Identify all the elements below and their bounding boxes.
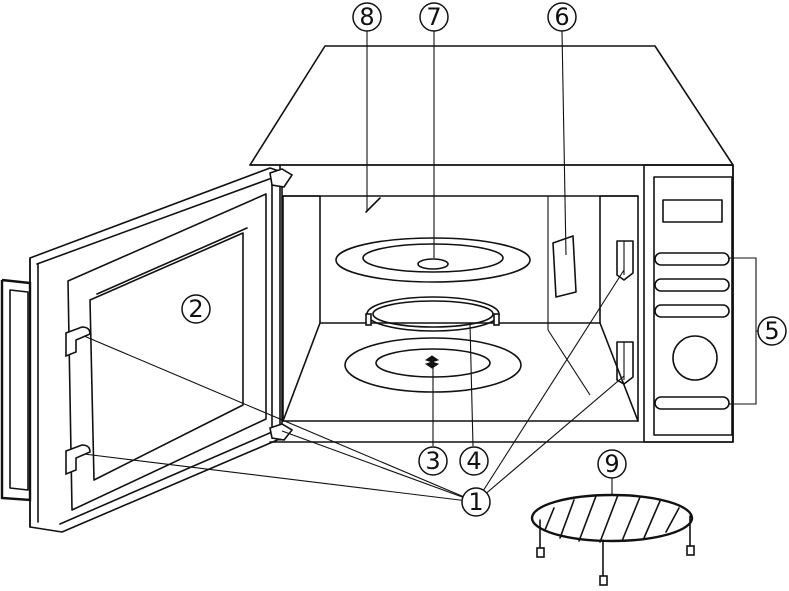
top-plate (335, 237, 531, 283)
hinge-upper (269, 168, 294, 188)
interlock-holes (616, 240, 634, 385)
door-window (89, 232, 244, 481)
callout-7: 7 (419, 2, 449, 32)
callouts: 8 7 6 2 5 3 4 9 (181, 2, 787, 517)
roller-ring (365, 296, 500, 332)
leader-lines (83, 30, 764, 503)
door-hooks (65, 168, 294, 476)
interlock-hole-lower (616, 341, 634, 385)
oven-cavity (282, 195, 639, 422)
panel-button-4 (654, 396, 730, 410)
callout-2: 2 (181, 294, 211, 324)
callout-6-label: 6 (554, 3, 569, 31)
panel-button-1 (654, 252, 730, 266)
waveguide-cover (552, 235, 577, 298)
callout-6: 6 (547, 2, 577, 32)
callout-3: 3 (418, 446, 448, 476)
door-handle (0, 278, 32, 502)
door-hook-lower (65, 444, 91, 476)
callout-5-label: 5 (764, 317, 779, 345)
control-knob (672, 335, 718, 381)
oven-light (365, 197, 381, 213)
grill-rack (530, 493, 695, 586)
callout-8-label: 8 (359, 3, 374, 31)
callout-8: 8 (352, 2, 382, 32)
interlock-hole-upper (616, 240, 634, 281)
control-panel (643, 164, 734, 443)
callout-2-label: 2 (188, 295, 203, 323)
hinge-lower (269, 423, 294, 441)
cabinet-top (249, 45, 734, 166)
callout-1: 1 (461, 487, 491, 517)
door (0, 167, 283, 533)
panel-button-2 (654, 278, 730, 292)
turntable-shaft (424, 355, 440, 369)
callout-9-label: 9 (604, 450, 619, 478)
callout-4: 4 (459, 446, 489, 476)
display-window (662, 199, 723, 223)
callout-3-label: 3 (425, 447, 440, 475)
door-frame (67, 193, 267, 511)
door-hook-upper (65, 326, 91, 358)
callout-9: 9 (597, 449, 627, 479)
panel-button-3 (654, 304, 730, 318)
callout-1-label: 1 (468, 488, 483, 516)
callout-7-label: 7 (426, 3, 441, 31)
callout-4-label: 4 (466, 447, 481, 475)
callout-5: 5 (757, 316, 787, 346)
cabinet (249, 45, 734, 443)
